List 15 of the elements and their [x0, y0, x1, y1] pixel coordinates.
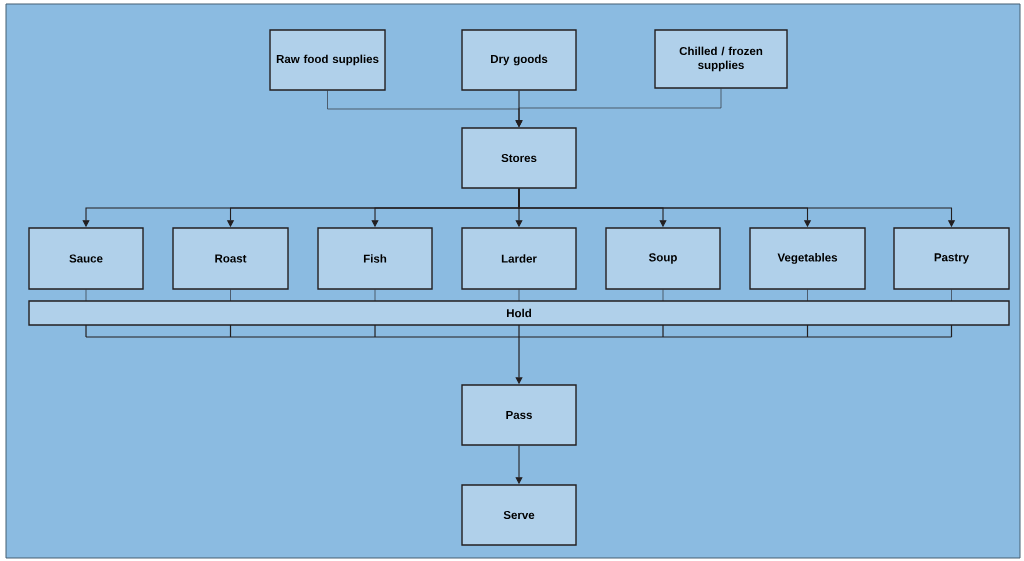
process-box: Chilled / frozen supplies: [654, 29, 788, 89]
arrow: [515, 88, 722, 127]
hold-bar: Hold: [28, 300, 1010, 326]
process-box: Serve: [461, 484, 577, 546]
process-box: Sauce: [28, 227, 144, 290]
process-box: Pastry: [893, 227, 1010, 290]
process-box: Stores: [461, 127, 577, 189]
process-box: Soup: [605, 227, 721, 290]
process-box: Larder: [461, 227, 577, 290]
process-box: Raw food supplies: [269, 29, 386, 91]
process-box: Vegetables: [749, 227, 866, 290]
process-box: Roast: [172, 227, 289, 290]
process-box: Pass: [461, 384, 577, 446]
process-box: Fish: [317, 227, 433, 290]
process-box: Dry goods: [461, 29, 577, 91]
